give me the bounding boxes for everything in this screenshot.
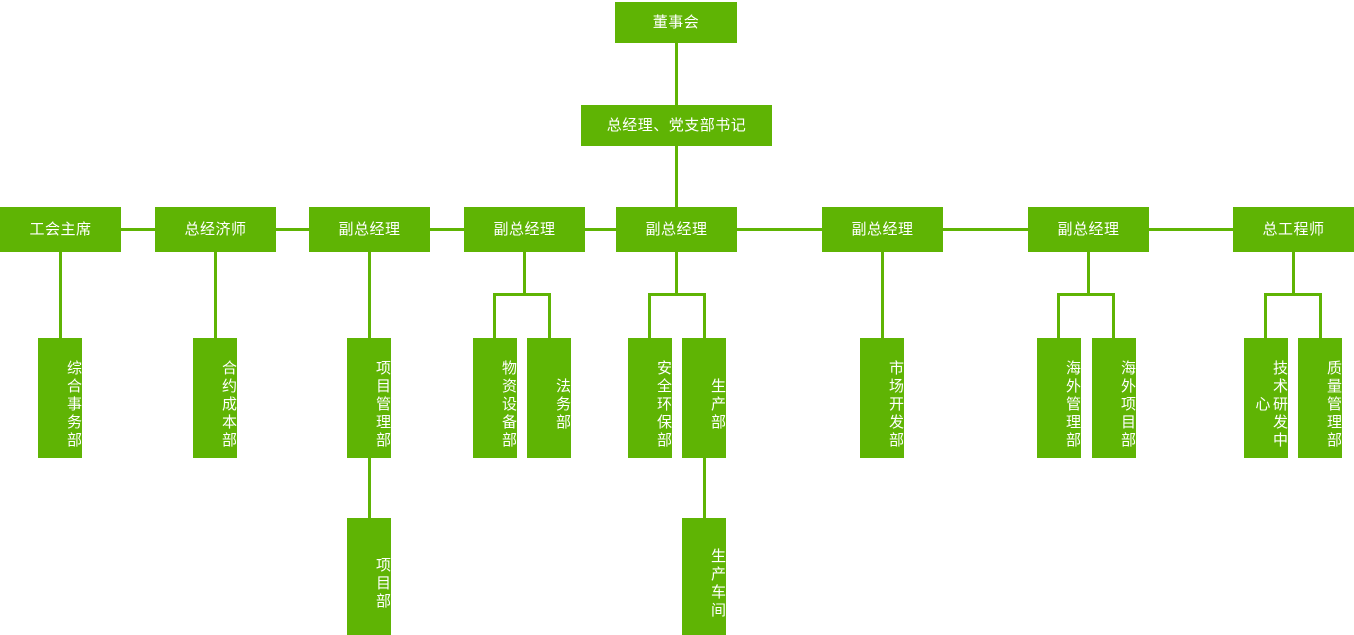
org-node-board[interactable]: 董事会	[615, 2, 737, 43]
connector-line	[214, 252, 217, 338]
connector-line	[675, 252, 678, 295]
connector-line	[881, 252, 884, 338]
connector-line	[493, 293, 551, 296]
connector-line	[368, 458, 371, 518]
connector-line	[1264, 293, 1267, 338]
org-node-dgm5[interactable]: 副总经理	[1028, 207, 1149, 252]
connector-line	[548, 293, 551, 338]
org-node-chiefeng[interactable]: 总工程师	[1233, 207, 1354, 252]
connector-line	[675, 43, 678, 105]
org-node-dgm1[interactable]: 副总经理	[309, 207, 430, 252]
org-node-economist[interactable]: 总经济师	[155, 207, 276, 252]
connector-line	[493, 293, 496, 338]
org-node-d_quality[interactable]: 质量管理部	[1298, 338, 1342, 458]
connector-line	[585, 228, 616, 231]
org-node-d_material[interactable]: 物资设备部	[473, 338, 517, 458]
org-node-gm[interactable]: 总经理、党支部书记	[581, 105, 772, 146]
connector-line	[1149, 228, 1233, 231]
org-node-d_market[interactable]: 市场开发部	[860, 338, 904, 458]
connector-line	[703, 458, 706, 518]
org-node-d_cost[interactable]: 合约成本部	[193, 338, 237, 458]
connector-line	[59, 252, 62, 338]
org-node-d_rnd[interactable]: 技术研发中心	[1244, 338, 1288, 458]
org-node-dgm4[interactable]: 副总经理	[822, 207, 943, 252]
connector-line	[1112, 293, 1115, 338]
connector-line	[648, 293, 706, 296]
connector-line	[943, 228, 1028, 231]
org-node-dgm3[interactable]: 副总经理	[616, 207, 737, 252]
connector-line	[1264, 293, 1322, 296]
org-node-d_ovsmgmt[interactable]: 海外管理部	[1037, 338, 1081, 458]
connector-line	[648, 293, 651, 338]
connector-line	[276, 228, 309, 231]
connector-line	[1057, 293, 1115, 296]
connector-line	[430, 228, 464, 231]
connector-line	[1319, 293, 1322, 338]
org-node-dgm2[interactable]: 副总经理	[464, 207, 585, 252]
org-node-d_ovsproj[interactable]: 海外项目部	[1092, 338, 1136, 458]
connector-line	[703, 293, 706, 338]
org-node-d_projdept[interactable]: 项目部	[347, 518, 391, 635]
connector-line	[523, 252, 526, 295]
connector-line	[1292, 252, 1295, 295]
connector-line	[1087, 252, 1090, 295]
connector-line	[121, 228, 155, 231]
org-node-d_projmgmt[interactable]: 项目管理部	[347, 338, 391, 458]
org-node-union[interactable]: 工会主席	[0, 207, 121, 252]
connector-line	[1057, 293, 1060, 338]
org-node-d_legal[interactable]: 法务部	[527, 338, 571, 458]
org-node-d_admin[interactable]: 综合事务部	[38, 338, 82, 458]
connector-line	[675, 146, 678, 207]
connector-line	[368, 252, 371, 338]
org-node-d_safety[interactable]: 安全环保部	[628, 338, 672, 458]
org-node-d_workshop[interactable]: 生产车间	[682, 518, 726, 635]
org-node-d_prod[interactable]: 生产部	[682, 338, 726, 458]
connector-line	[737, 228, 822, 231]
